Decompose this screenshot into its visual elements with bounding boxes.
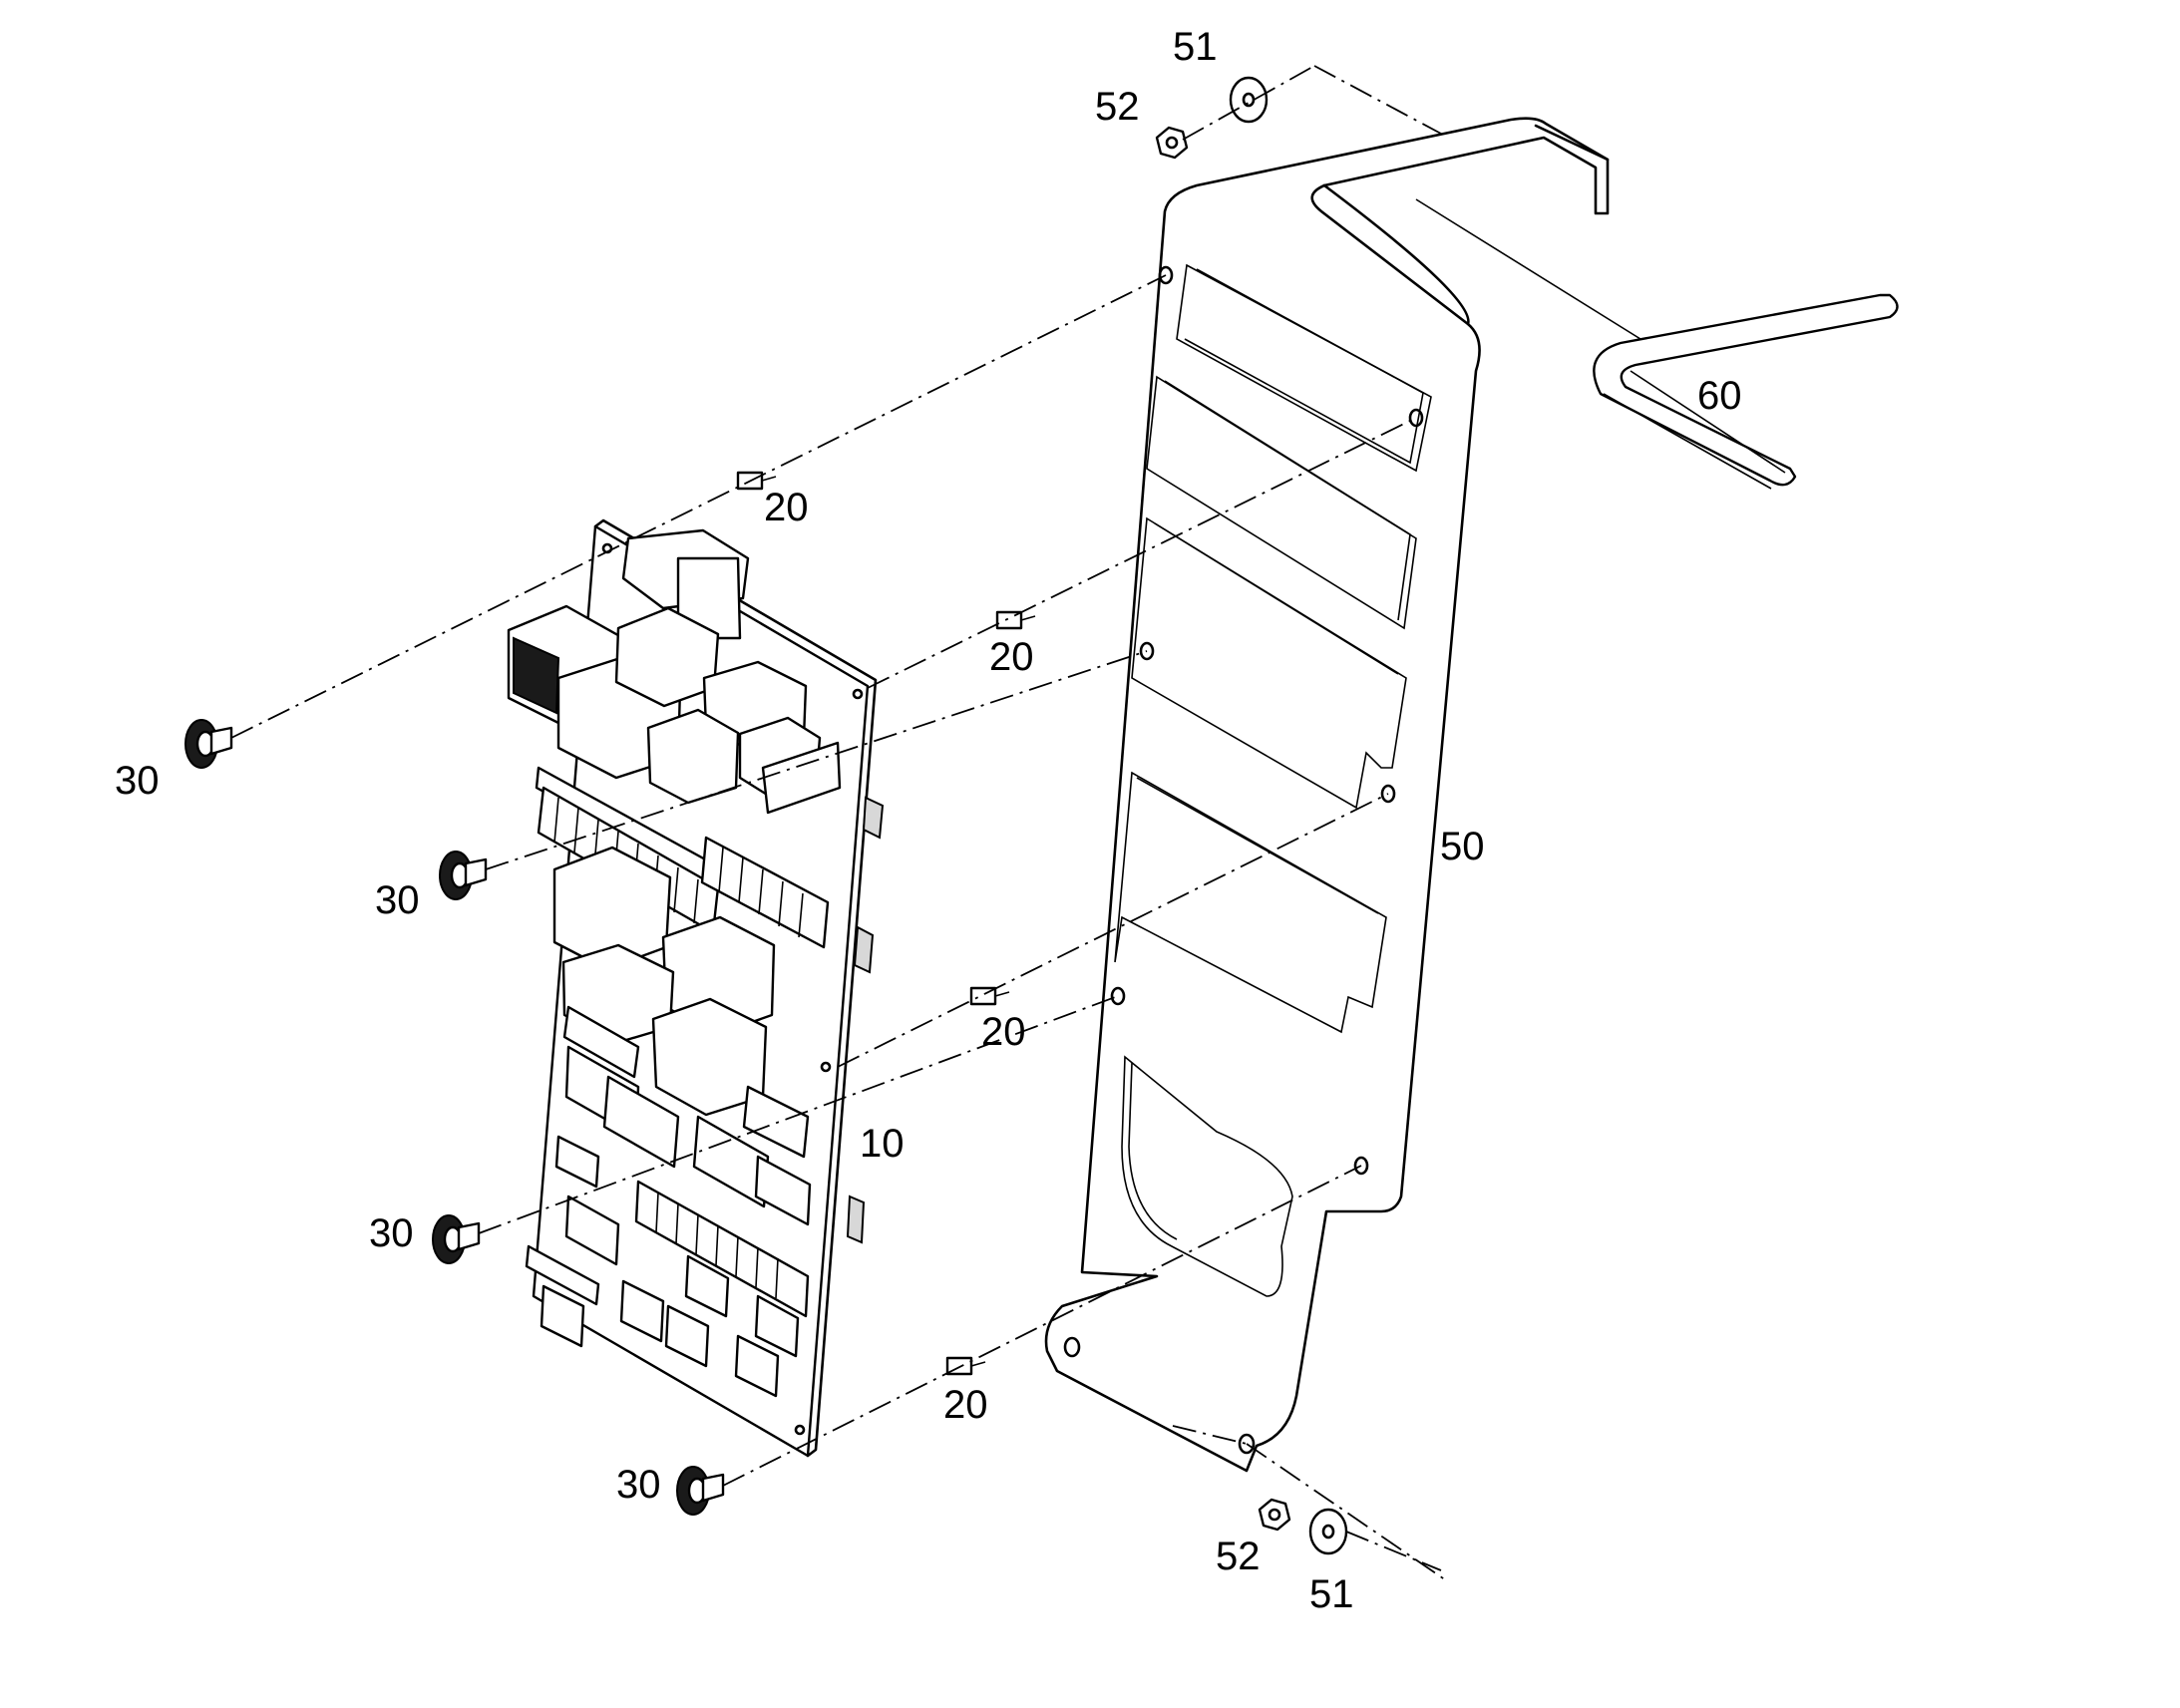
- standoff-icon: [945, 1356, 986, 1376]
- circuit-board-icon: [507, 518, 885, 1458]
- washer-icon: [1229, 76, 1269, 124]
- edge-protector-icon: [1593, 293, 1899, 490]
- label-52: 52: [1095, 85, 1140, 129]
- label-30: 30: [375, 878, 420, 922]
- bracket-plate-icon: [1044, 117, 1610, 1473]
- label-30: 30: [369, 1211, 414, 1255]
- screw-icon: [439, 851, 488, 900]
- label-20: 20: [943, 1383, 988, 1427]
- assembly-lines: [230, 65, 1641, 1581]
- nut-icon: [1258, 1498, 1291, 1532]
- screw-icon: [676, 1466, 725, 1516]
- washer-icon: [1308, 1508, 1348, 1555]
- label-52: 52: [1216, 1535, 1261, 1578]
- label-30: 30: [115, 759, 160, 803]
- label-50: 50: [1440, 825, 1485, 868]
- label-60: 60: [1697, 374, 1742, 418]
- label-51: 51: [1309, 1572, 1354, 1616]
- screw-icon: [432, 1214, 481, 1264]
- label-30: 30: [616, 1463, 661, 1507]
- label-20: 20: [981, 1010, 1026, 1054]
- screw-icon: [184, 719, 233, 769]
- label-20: 20: [764, 486, 809, 529]
- label-20: 20: [989, 635, 1034, 679]
- nut-icon: [1155, 126, 1189, 160]
- label-10: 10: [860, 1122, 905, 1166]
- label-51: 51: [1173, 25, 1218, 69]
